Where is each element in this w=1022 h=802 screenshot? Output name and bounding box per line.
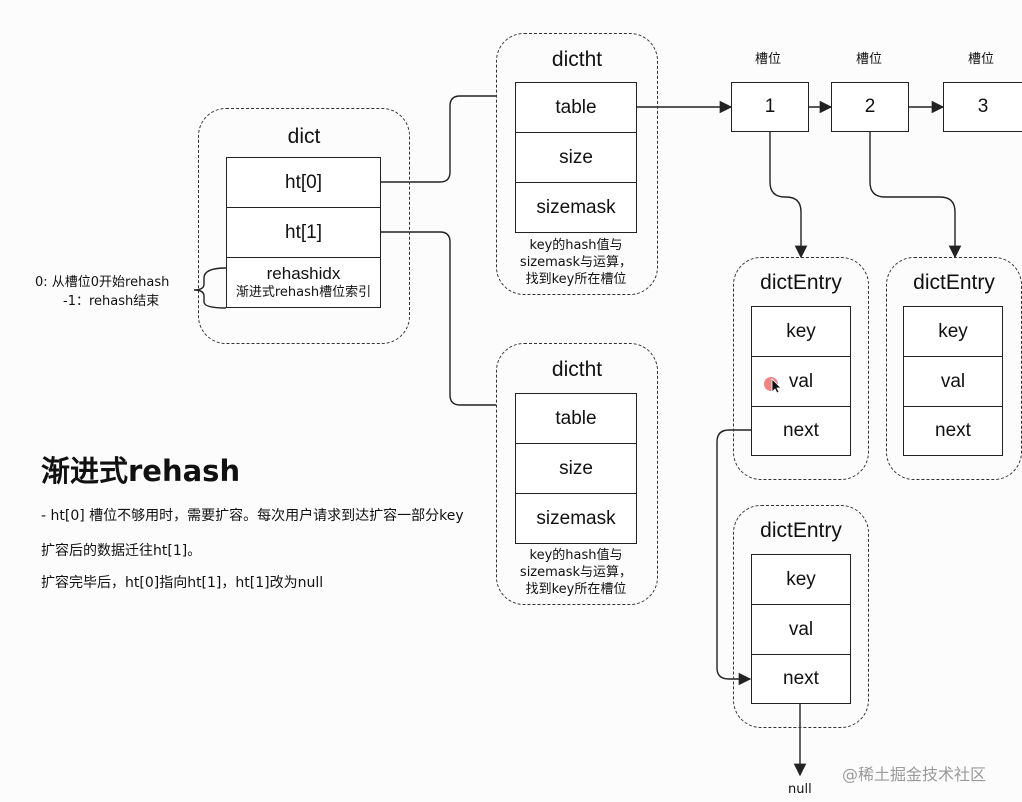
null-label: null [788,782,812,797]
connector-ht0-to-dictht1 [381,95,496,183]
section-heading: 渐进式rehash [41,454,241,488]
body-line-1: - ht[0] 槽位不够用时，需要扩容。每次用户请求到达扩容一部分key [41,508,464,524]
dictht-cluster-1: dictht [496,33,658,295]
dictht2-field-table: table [515,393,637,444]
dict-field-rehashidx: rehashidx 渐进式rehash槽位索引 [226,257,381,308]
dict-cluster: dict [198,108,410,344]
rehashidx-note-line2: -1：rehash结束 [63,294,160,309]
connector-slot1-to-entry1 [769,132,808,259]
dictht2-note-line2: sizemask与运算， [519,565,633,580]
entry2-field-val: val [903,356,1003,407]
rehashidx-note-line1: 0: 从槽位0开始rehash [35,275,170,290]
slot-2: 2 [831,82,909,132]
entry3-field-key: key [751,554,851,605]
dictht1-note-line3: 找到key所在槽位 [525,272,627,287]
entry3-field-next: next [751,654,851,704]
slot-1: 1 [731,82,809,132]
slot-3: 3 [943,82,1022,132]
rehashidx-label: rehashidx [266,263,341,283]
dictht2-note: key的hash值与 sizemask与运算， 找到key所在槽位 [500,547,652,598]
dict-entry-cluster-3: dictEntry [733,505,869,728]
dictht1-field-sizemask: sizemask [515,182,637,233]
body-line-3: 扩容完毕后，ht[0]指向ht[1]，ht[1]改为null [41,575,324,591]
dictht2-field-size: size [515,443,637,494]
dict-title: dict [287,125,321,148]
rehashidx-brace [193,267,227,309]
dict-entry-title-2: dictEntry [913,271,995,294]
dictht1-note: key的hash值与 sizemask与运算， 找到key所在槽位 [500,237,652,288]
dictht-title-1: dictht [551,48,603,71]
entry1-field-val: val [751,356,851,407]
slot-label-1: 槽位 [755,52,782,67]
dict-field-ht0: ht[0] [226,157,381,208]
dictht1-note-line2: sizemask与运算， [519,255,633,270]
dictht-title-2: dictht [551,358,603,381]
entry1-field-next: next [751,406,851,456]
dict-entry-title-1: dictEntry [760,271,842,294]
dictht1-field-table: table [515,82,637,133]
entry2-field-next: next [903,406,1003,456]
dictht-cluster-2: dictht [496,343,658,605]
entry3-field-val: val [751,604,851,655]
watermark: @稀土掘金技术社区 [842,765,987,784]
dictht2-field-sizemask: sizemask [515,493,637,544]
mouse-cursor-icon [764,377,782,394]
rehashidx-desc: 渐进式rehash槽位索引 [235,284,372,300]
dictht2-note-line1: key的hash值与 [529,548,623,563]
connector-slot2-to-entry2 [869,132,962,259]
dictht1-note-line1: key的hash值与 [529,238,623,253]
dictht2-note-line3: 找到key所在槽位 [525,582,627,597]
dict-entry-title-3: dictEntry [760,519,842,542]
entry1-field-key: key [751,306,851,357]
dict-entry-cluster-1: dictEntry [733,257,869,480]
dictht1-field-size: size [515,132,637,183]
dict-field-ht1: ht[1] [226,207,381,258]
slot-label-3: 槽位 [968,52,995,67]
body-line-2: 扩容后的数据迁往ht[1]。 [41,543,202,559]
slot-label-2: 槽位 [856,52,883,67]
entry2-field-key: key [903,306,1003,357]
connector-next-to-entry3 [716,429,752,686]
connector-ht1-to-dictht2 [381,231,496,406]
